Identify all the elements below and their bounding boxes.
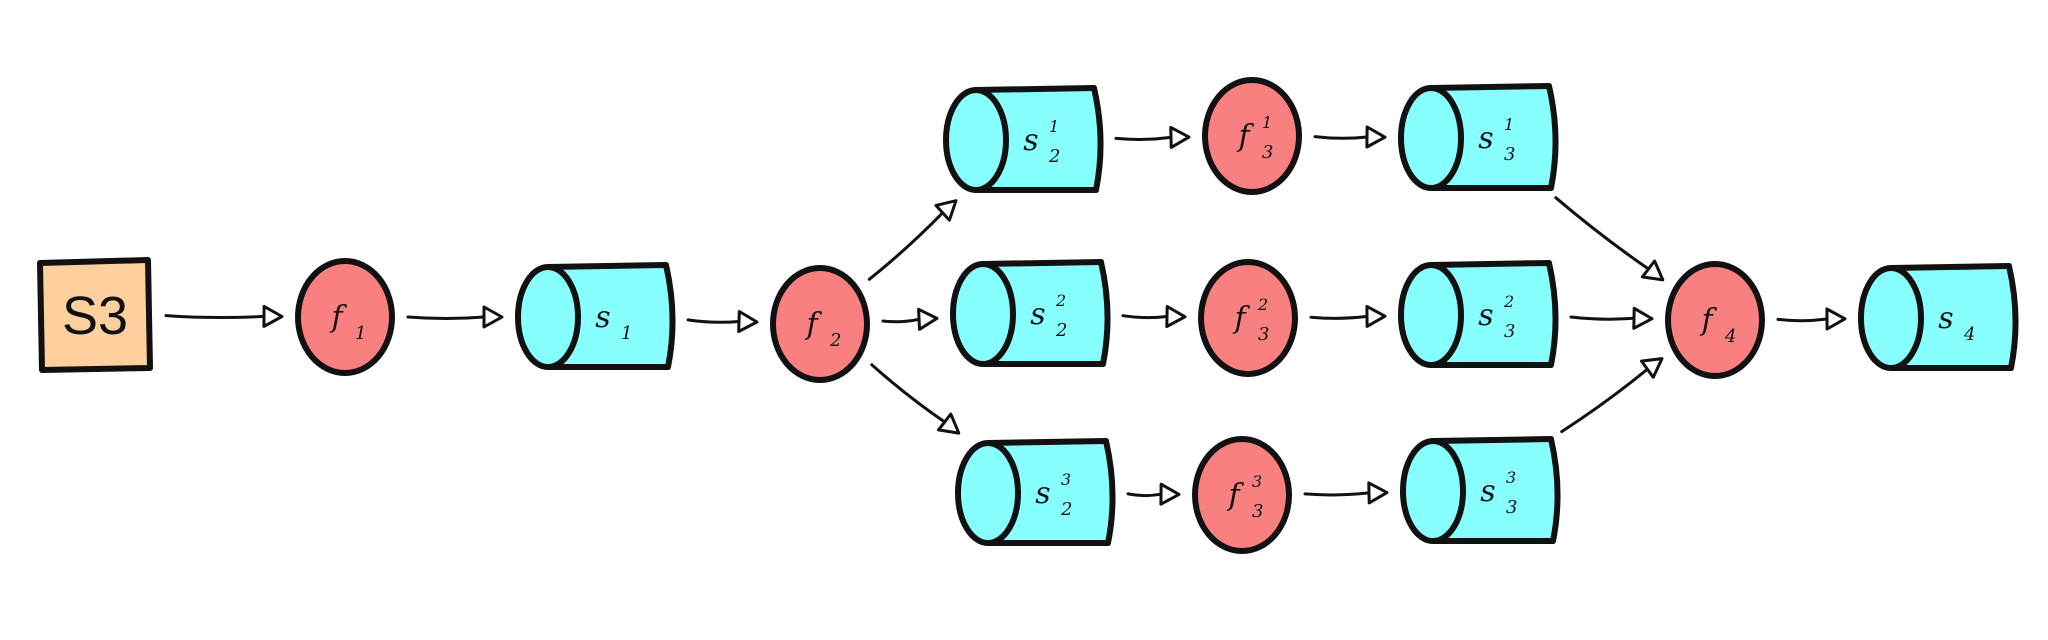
storage-body [973, 85, 1104, 193]
edge-arrow [1776, 307, 1847, 331]
edge-arrow [881, 307, 939, 331]
node-label-subscript: 3 [1262, 142, 1273, 163]
storage-body [1428, 260, 1559, 368]
edge-arrow [1309, 304, 1387, 328]
node-label: s [1478, 121, 1493, 156]
node-label-superscript: 1 [1262, 113, 1272, 132]
node-label: s [1478, 298, 1493, 333]
storage-cap [1398, 85, 1464, 191]
node-label-superscript: 2 [1055, 291, 1066, 310]
storage-cap [955, 440, 1021, 546]
node-label: s [1938, 301, 1953, 336]
node-label: s [1023, 123, 1038, 158]
edge-arrow [870, 363, 961, 435]
node-label-subscript: 3 [1252, 501, 1263, 522]
storage-body [1428, 83, 1559, 191]
node-label-subscript: 4 [1963, 324, 1975, 345]
source-label: S3 [62, 286, 128, 346]
edge-arrow [1303, 481, 1389, 505]
edges-layer [164, 125, 1847, 506]
storage-body [1888, 263, 2019, 371]
node-label-subscript: 1 [355, 323, 366, 344]
storage-cap [950, 261, 1016, 367]
edge-arrow [1114, 125, 1191, 149]
node-label-subscript: 3 [1504, 144, 1515, 165]
edge-arrow [406, 305, 504, 329]
node-label: s [1480, 474, 1495, 509]
edge-arrow [1121, 305, 1187, 328]
node-label-subscript: 2 [1055, 320, 1067, 341]
node-label-subscript: 2 [1060, 499, 1072, 520]
node-label-subscript: 3 [1504, 321, 1515, 342]
node-label-superscript: 3 [1252, 472, 1262, 491]
edge-arrow [686, 310, 759, 333]
node-label: s [595, 300, 610, 335]
node-label-subscript: 1 [621, 323, 632, 344]
function-shape [1665, 261, 1765, 379]
node-label-superscript: 2 [1257, 295, 1268, 314]
storage-body [985, 438, 1116, 546]
storage-cap [1400, 438, 1466, 544]
node-label: s [1035, 476, 1050, 511]
edge-arrow [1554, 196, 1665, 282]
storage-cap [1398, 262, 1464, 368]
function-shape [295, 258, 395, 376]
storage-body [545, 262, 676, 370]
storage-body [1430, 436, 1561, 544]
edge-arrow [1313, 125, 1387, 149]
storage-cap [515, 264, 581, 370]
node-label-subscript: 3 [1506, 497, 1517, 518]
node-label: s [1030, 297, 1045, 332]
node-label-superscript: 3 [1506, 468, 1516, 487]
function-shape [1192, 436, 1292, 554]
node-label-subscript: 2 [1048, 146, 1060, 167]
edge-arrow [1569, 306, 1654, 330]
edge-arrow [1126, 482, 1181, 506]
edge-arrow [867, 199, 958, 281]
function-shape [1202, 77, 1302, 195]
node-label-superscript: 1 [1504, 115, 1514, 134]
edge-arrow [164, 304, 284, 328]
source-s3-box: S3 [37, 257, 153, 373]
node-label-superscript: 3 [1061, 470, 1071, 489]
storage-cap [1858, 265, 1924, 371]
function-shape [1198, 259, 1298, 377]
storage-cap [943, 87, 1009, 193]
node-label-superscript: 1 [1049, 117, 1059, 136]
node-label-subscript: 3 [1258, 324, 1269, 345]
node-label-subscript: 4 [1724, 326, 1736, 347]
node-label-subscript: 2 [829, 330, 841, 351]
function-shape [770, 265, 870, 383]
node-label-superscript: 2 [1503, 292, 1514, 311]
edge-arrow [1560, 357, 1664, 434]
storage-body [980, 259, 1111, 367]
